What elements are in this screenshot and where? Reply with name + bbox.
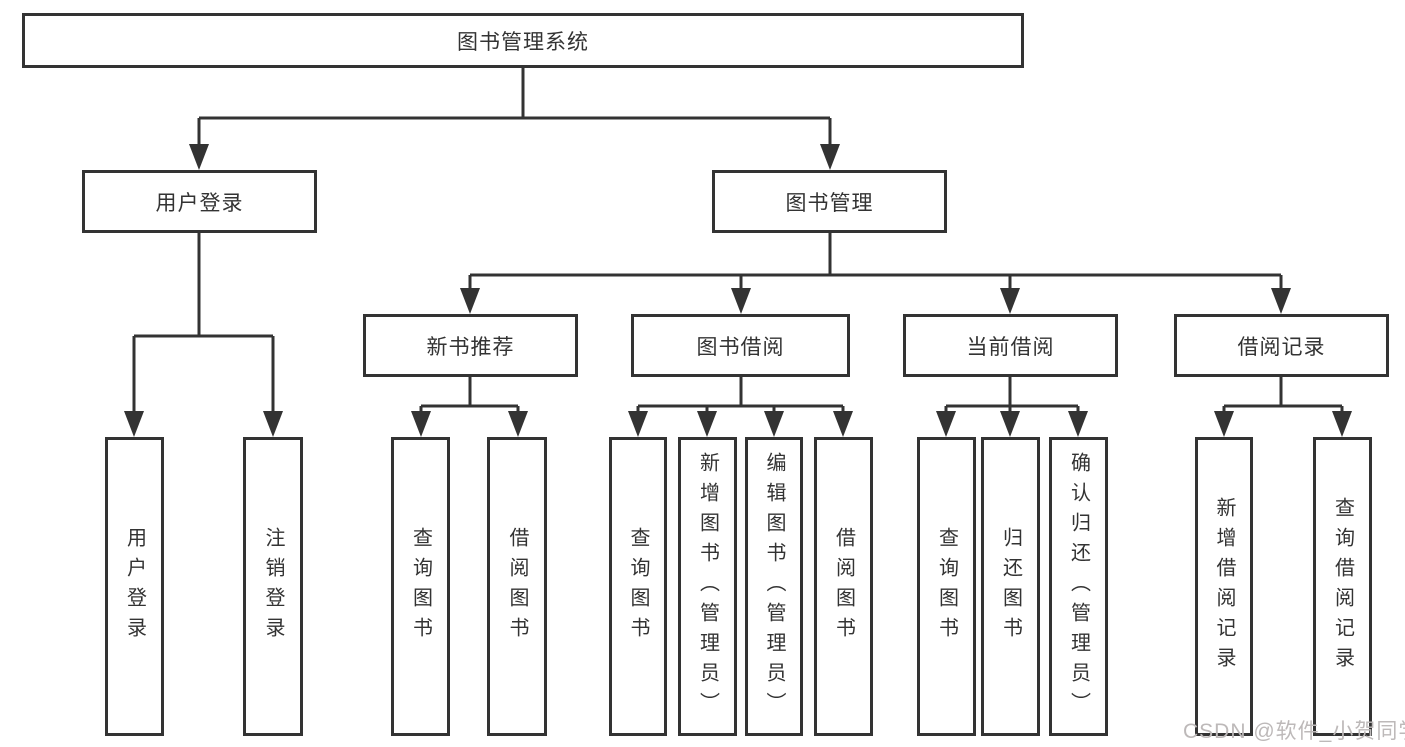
node-book-management-label: 图书管理: [785, 191, 874, 215]
leaf-current-query-books: 查询图书: [917, 437, 976, 736]
leaf-borrow-borrow-books-label: 借阅图书: [832, 526, 855, 647]
leaf-current-confirm-return-admin: 确认归还（管理员）: [1049, 437, 1108, 736]
leaf-logout: 注销登录: [243, 437, 303, 736]
node-book-borrowing-label: 图书借阅: [696, 335, 785, 359]
leaf-borrow-borrow-books: 借阅图书: [814, 437, 873, 736]
leaf-newrec-query-books: 查询图书: [391, 437, 450, 736]
connector-new-book-rec-to-leaves: [411, 377, 528, 437]
leaf-records-query-record-label: 查询借阅记录: [1331, 496, 1354, 677]
node-current-borrowing-label: 当前借阅: [966, 335, 1055, 359]
csdn-watermark: CSDN @软件_小贺同学: [1183, 720, 1405, 743]
leaf-current-confirm-return-admin-label: 确认归还（管理员）: [1067, 451, 1090, 722]
leaf-user-login: 用户登录: [105, 437, 164, 736]
leaf-borrow-edit-books-admin-label: 编辑图书（管理员）: [763, 451, 785, 722]
leaf-borrow-query-books: 查询图书: [609, 437, 667, 736]
connector-book-borrow-to-leaves: [628, 377, 853, 437]
leaf-newrec-query-books-label: 查询图书: [409, 526, 432, 647]
node-library-system-label: 图书管理系统: [457, 30, 589, 54]
node-user-login-label: 用户登录: [155, 191, 244, 215]
leaf-current-query-books-label: 查询图书: [935, 526, 958, 647]
leaf-borrow-add-books-admin-label: 新增图书（管理员）: [696, 451, 719, 722]
connector-book-mgmt-to-level3: [460, 233, 1291, 314]
leaf-logout-label: 注销登录: [262, 526, 284, 647]
node-book-management: 图书管理: [712, 170, 947, 233]
node-user-login: 用户登录: [82, 170, 317, 233]
node-borrowing-records-label: 借阅记录: [1237, 335, 1326, 359]
node-new-book-recommendation-label: 新书推荐: [426, 335, 515, 359]
leaf-records-add-record-label: 新增借阅记录: [1213, 496, 1235, 677]
node-borrowing-records: 借阅记录: [1174, 314, 1389, 377]
leaf-current-return-books: 归还图书: [981, 437, 1040, 736]
leaf-newrec-borrow-books-label: 借阅图书: [506, 526, 528, 647]
leaf-borrow-edit-books-admin: 编辑图书（管理员）: [745, 437, 803, 736]
node-library-system: 图书管理系统: [22, 13, 1024, 68]
leaf-borrow-add-books-admin: 新增图书（管理员）: [678, 437, 737, 736]
node-new-book-recommendation: 新书推荐: [363, 314, 578, 377]
connector-borrow-records-to-leaves: [1214, 377, 1352, 437]
connector-root-to-level2: [189, 68, 840, 170]
leaf-current-return-books-label: 归还图书: [999, 526, 1022, 647]
leaf-records-add-record: 新增借阅记录: [1195, 437, 1253, 736]
leaf-borrow-query-books-label: 查询图书: [627, 526, 649, 647]
node-current-borrowing: 当前借阅: [903, 314, 1118, 377]
leaf-newrec-borrow-books: 借阅图书: [487, 437, 547, 736]
connector-current-borrow-to-leaves: [936, 377, 1088, 437]
leaf-user-login-label: 用户登录: [123, 526, 146, 647]
node-book-borrowing: 图书借阅: [631, 314, 850, 377]
leaf-records-query-record: 查询借阅记录: [1313, 437, 1372, 736]
connector-user-login-to-leaves: [124, 233, 283, 437]
